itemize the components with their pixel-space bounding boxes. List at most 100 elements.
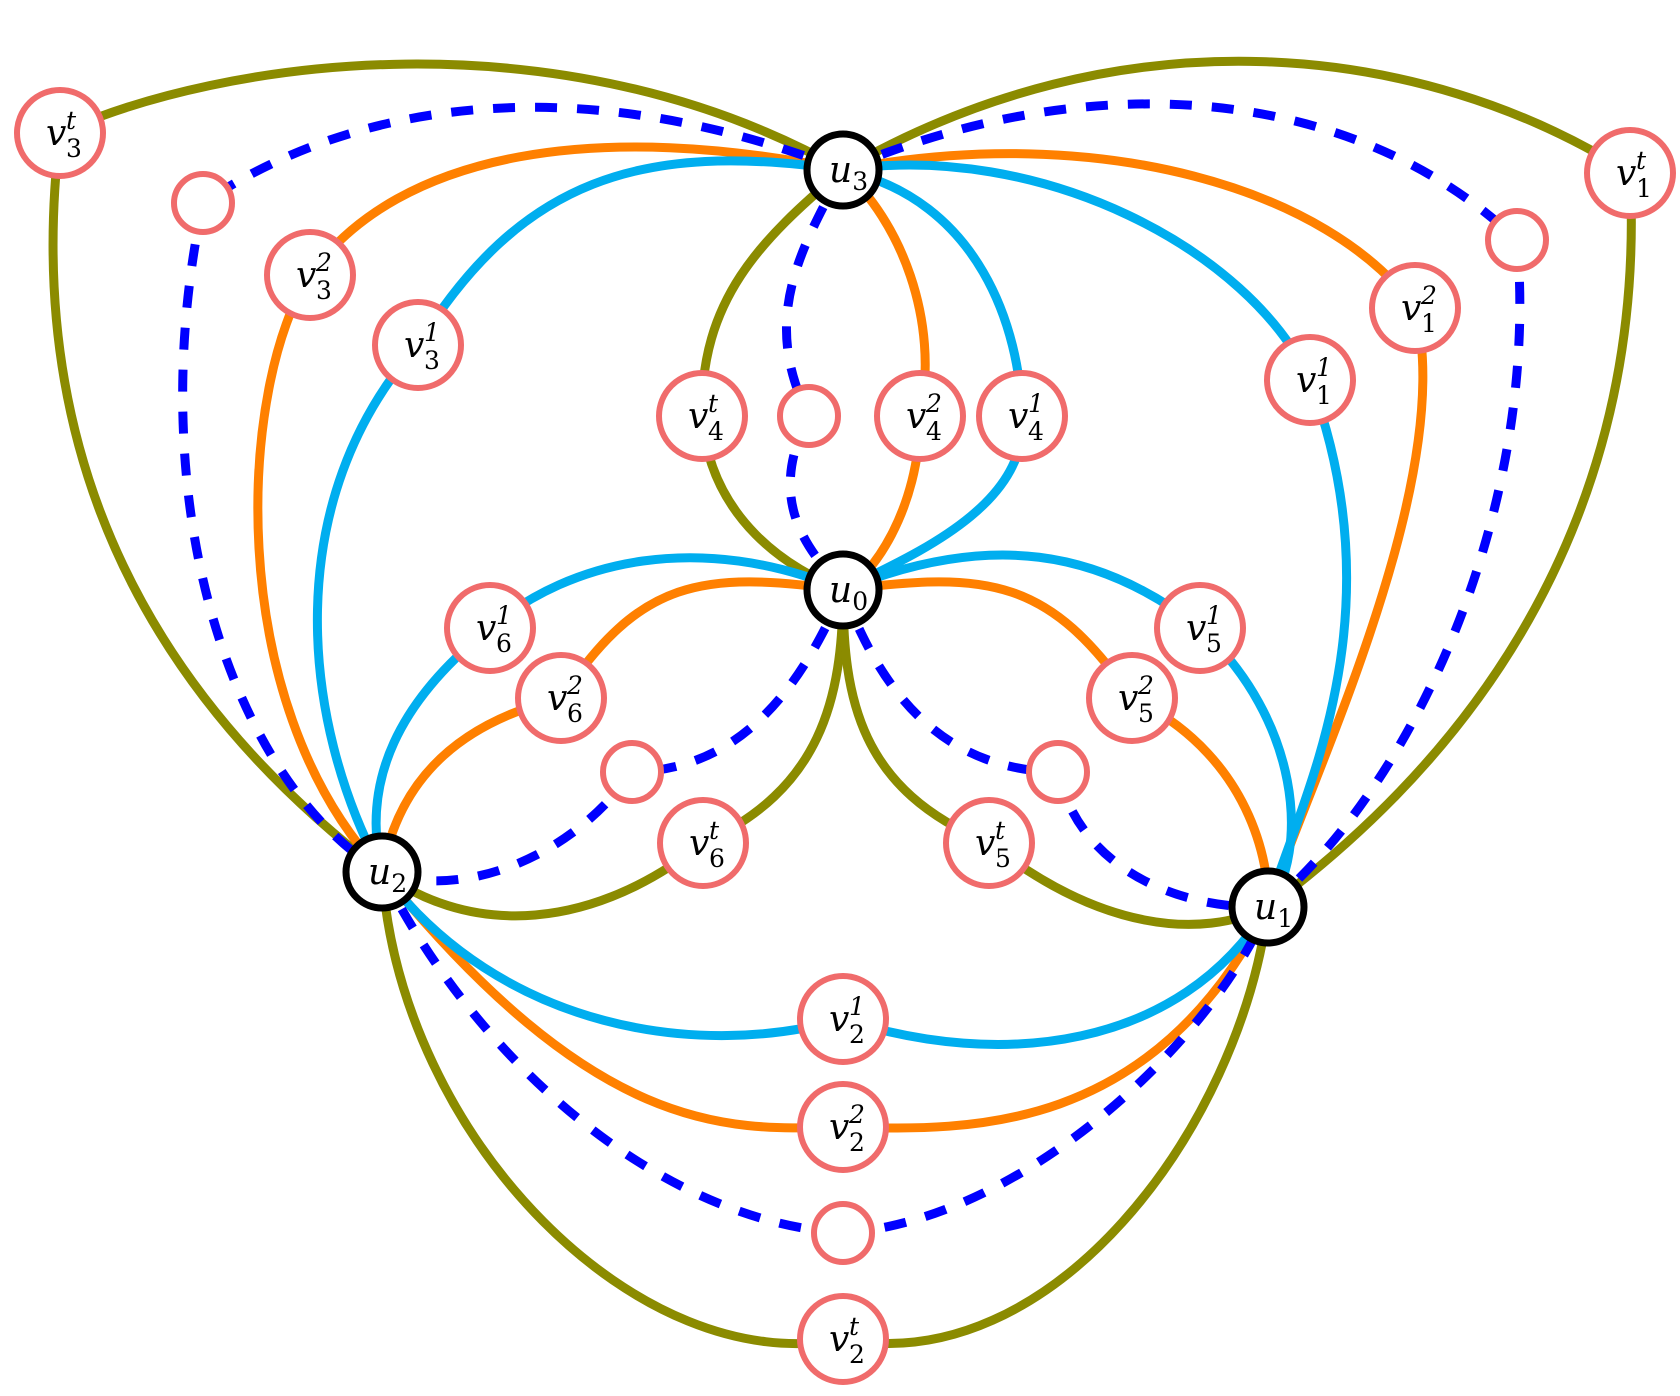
edge-u3-v1t: [838, 56, 1635, 178]
edge-u0-v62: [556, 577, 848, 703]
u1-label: u1: [1254, 887, 1293, 933]
hub-node-u1: u1: [1228, 867, 1308, 947]
empty-node-e_bot-circle: [811, 1201, 875, 1265]
edge-u0-e_lr: [838, 588, 1059, 777]
empty-node-e_tl: [171, 171, 235, 235]
edge-u3-e_tr: [841, 99, 1521, 244]
edge-u2-v22: [377, 867, 848, 1133]
leaf-node-v61-circle: [444, 582, 536, 674]
edge-u0-v52: [838, 577, 1137, 703]
hub-node-u3: u3: [803, 130, 883, 210]
leaf-node-v62-circle: [515, 652, 607, 744]
u3-label: u3: [829, 150, 868, 196]
empty-node-e_mid-circle: [777, 384, 841, 448]
empty-node-e_lr-circle: [1026, 740, 1090, 804]
edge-u2-v21: [377, 867, 848, 1041]
leaf-node-v32-circle: [264, 229, 356, 321]
edge-e_bot-u1: [842, 905, 1273, 1238]
edge-v11-u1: [1263, 375, 1352, 912]
edge-u3-e_tl: [200, 102, 845, 207]
edge-v3t-u2: [48, 128, 387, 877]
leaf-node-v31-circle: [372, 299, 464, 391]
empty-node-e_mid: [777, 384, 841, 448]
edge-v2t-u1: [838, 902, 1273, 1348]
leaf-node-v51-circle: [1154, 582, 1246, 674]
leaf-node-v41-circle: [976, 370, 1068, 462]
u2-label: u2: [368, 852, 407, 898]
edge-u3-v31: [413, 156, 848, 350]
edge-u3-v3t: [55, 59, 848, 175]
edge-v31-u2: [312, 340, 423, 877]
edge-u3-v32: [305, 142, 848, 280]
leaf-node-v11-circle: [1264, 334, 1356, 426]
edge-v22-u1: [838, 902, 1273, 1133]
edge-v1t-u1: [1263, 168, 1636, 912]
empty-node-e_bot: [811, 1201, 875, 1265]
empty-node-e_tr: [1485, 208, 1549, 272]
leaf-node-v22-circle: [797, 1081, 889, 1173]
hub-node-u1-circle: [1228, 867, 1308, 947]
leaf-node-v6t-circle: [657, 797, 749, 889]
edge-v32-u2: [253, 270, 387, 877]
edge-u2-e_bot: [377, 870, 844, 1238]
leaf-node-v12-circle: [1369, 262, 1461, 354]
leaf-node-v21-circle: [797, 973, 889, 1065]
hub-node-u2-circle: [342, 832, 422, 912]
leaf-node-v5t-circle: [943, 797, 1035, 889]
edge-e_lr-u1: [1053, 771, 1269, 912]
empty-node-e_tr-circle: [1485, 208, 1549, 272]
leaf-node-v52-circle: [1086, 652, 1178, 744]
edge-u0-e_ll: [631, 588, 848, 777]
leaf-node-v3t-circle: [14, 87, 106, 179]
hub-node-u0: u0: [803, 550, 883, 630]
empty-node-e_ll: [600, 740, 664, 804]
u0-label: u0: [829, 570, 868, 616]
hub-node-u2: u2: [342, 832, 422, 912]
leaf-node-v42-circle: [874, 370, 966, 462]
hub-node-u3-circle: [803, 130, 883, 210]
leaf-node-v4t-circle: [656, 370, 748, 462]
empty-node-e_ll-circle: [600, 740, 664, 804]
edge-e_tl-u2: [178, 202, 385, 876]
edge-u0-v51: [838, 550, 1205, 633]
empty-node-e_lr: [1026, 740, 1090, 804]
edge-u3-v11: [838, 160, 1315, 385]
edge-v21-u1: [838, 902, 1273, 1049]
leaf-node-v2t-circle: [797, 1293, 889, 1385]
empty-node-e_tl-circle: [171, 171, 235, 235]
